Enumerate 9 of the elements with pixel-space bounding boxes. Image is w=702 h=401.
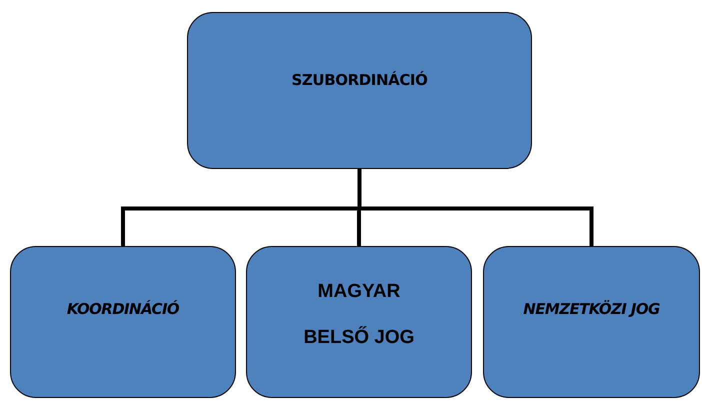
connector-line [358,169,594,246]
rounded-box [483,246,700,398]
box-label: MAGYAR BELSŐ JOG [302,280,416,350]
rounded-box [187,12,532,169]
box-label: KOORDINÁCIÓ [66,300,180,318]
rounded-box [10,246,236,398]
box-label: NEMZETKÖZI JOG [522,300,661,318]
box-label: SZUBORDINÁCIÓ [290,71,428,89]
rounded-box [246,246,472,398]
